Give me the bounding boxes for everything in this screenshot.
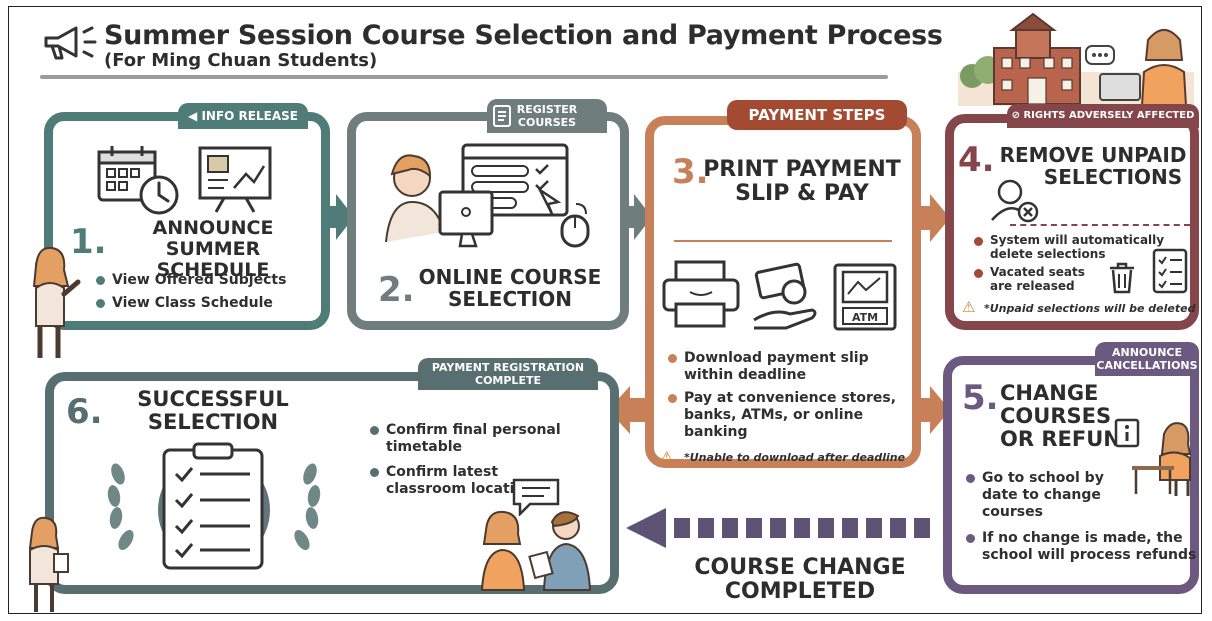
step3-tag: PAYMENT STEPS — [727, 100, 907, 130]
user-remove-icon — [991, 179, 1039, 223]
step5-card — [943, 356, 1199, 594]
school-building-icon — [958, 12, 1194, 107]
megaphone-icon: ◀ — [188, 109, 198, 123]
presentation-board-icon — [198, 146, 272, 213]
step5-tag: ANNOUNCE CANCELLATIONS — [1095, 342, 1199, 376]
step3-heading: PRINT PAYMENT SLIP & PAY — [703, 157, 901, 207]
step5-bullet: Go to school by date to change courses — [966, 470, 1122, 521]
step3-bullet: Pay at convenience stores, banks, ATMs, … — [668, 390, 920, 441]
step6-bullet: Confirm latest classroom location — [370, 464, 536, 498]
warning-icon: ⚠ — [660, 448, 674, 466]
step1-number: 1. — [70, 222, 107, 262]
step4-tag: ⊘ RIGHTS ADVERSELY AFFECTED — [1007, 104, 1199, 128]
page-subtitle: (For Ming Chuan Students) — [104, 50, 378, 71]
flow-arrow-3-4 — [914, 194, 950, 242]
step1-heading: ANNOUNCE SUMMER SCHEDULE — [152, 217, 274, 281]
student-illustration — [28, 516, 69, 612]
students-talking-illustration — [480, 510, 592, 591]
step2-tag: REGISTER COURSES — [487, 99, 607, 133]
warning-icon: ⚠ — [962, 298, 976, 316]
flow-arrow-2-3 — [622, 194, 652, 240]
step2-number: 2. — [378, 270, 415, 310]
clipboard-icon — [107, 442, 321, 570]
step4-divider — [1010, 224, 1190, 226]
page-title: Summer Session Course Selection and Paym… — [104, 20, 943, 51]
mouse-icon — [560, 203, 590, 248]
step4-number: 4. — [958, 140, 995, 180]
computer-icon — [385, 154, 494, 248]
course-change-label: COURSE CHANGE COMPLETED — [694, 555, 906, 605]
flow-arrow-1-2 — [324, 194, 354, 240]
money-hand-icon — [753, 262, 817, 330]
step5-bullet: If no change is made, the school will pr… — [966, 530, 1210, 564]
checklist-icon — [1152, 248, 1188, 294]
step3-number: 3. — [672, 152, 709, 192]
trash-icon — [1110, 262, 1134, 294]
step3-note: *Unable to download after deadline — [684, 451, 906, 464]
classroom-illustration — [1132, 422, 1192, 496]
step4-heading: REMOVE UNPAID SELECTIONS — [999, 143, 1187, 189]
clock-icon — [139, 175, 179, 215]
step1-bullet: View Class Schedule — [96, 295, 322, 312]
step3-divider — [674, 240, 892, 242]
step1-tag: ◀ INFO RELEASE — [178, 103, 308, 129]
step6-bullet: Confirm final personal timetable — [370, 422, 606, 456]
flow-arrow-3-6 — [608, 386, 650, 434]
step6-tag: PAYMENT REGISTRATION COMPLETE — [418, 358, 598, 390]
step5-number: 5. — [962, 378, 999, 418]
atm-icon: ATM — [833, 263, 897, 331]
step6-number: 6. — [66, 392, 103, 432]
printer-icon — [662, 260, 740, 328]
step3-bullet: Download payment slip within deadline — [668, 350, 920, 384]
speech-bubble-icon — [512, 478, 560, 516]
browser-window-icon — [461, 143, 569, 217]
step4-note: *Unpaid selections will be deleted — [984, 302, 1196, 315]
course-change-arrow — [626, 508, 930, 548]
flow-arrow-3-5 — [914, 386, 950, 434]
student-illustration — [32, 246, 81, 358]
prohibited-icon: ⊘ — [1011, 110, 1020, 121]
info-icon — [1114, 418, 1140, 448]
step4-bullet: Vacated seats are released — [974, 265, 1110, 293]
step1-bullet: View Offered Subjects — [96, 272, 322, 289]
step2-heading: ONLINE COURSE SELECTION — [418, 265, 602, 311]
step5-heading: CHANGE COURSES OR REFUND — [1000, 381, 1139, 452]
megaphone-icon — [44, 26, 97, 60]
title-divider — [40, 75, 888, 79]
infographic-frame — [8, 6, 1202, 614]
step4-bullet: System will automatically delete selecti… — [974, 233, 1176, 261]
step4-card — [945, 114, 1199, 330]
register-document-icon — [493, 105, 511, 127]
atm-label: ATM — [852, 311, 878, 324]
laurel-icon — [107, 463, 321, 550]
step6-heading: SUCCESSFUL SELECTION — [137, 387, 289, 435]
